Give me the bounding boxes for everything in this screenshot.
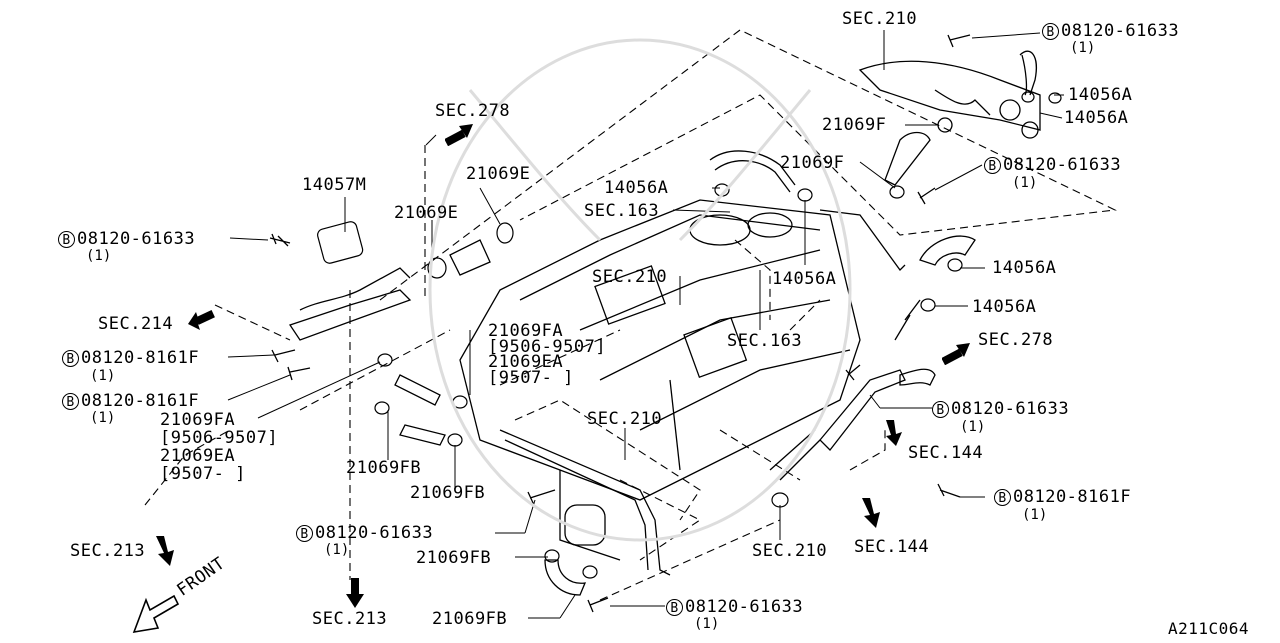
sec213-left-label: SEC.213 bbox=[70, 541, 146, 561]
sec210-bottom-label: SEC.210 bbox=[587, 409, 663, 429]
bolt-right3-qty: (1) bbox=[1022, 507, 1048, 523]
arrow-sec278-top bbox=[445, 124, 473, 146]
part-14056a-r1: 14056A bbox=[1068, 85, 1133, 105]
front-arrow-icon bbox=[132, 594, 180, 634]
bolt-symbol-icon: B bbox=[984, 156, 1001, 174]
intake-assembly bbox=[858, 50, 1041, 139]
bolt-symbol-icon: B bbox=[666, 598, 683, 616]
range-9506-center: [9506-9507] bbox=[488, 337, 607, 357]
bolt-top-qty: (1) bbox=[1070, 40, 1096, 56]
bolt-symbol-icon: B bbox=[994, 488, 1011, 506]
arrow-sec213-left bbox=[156, 536, 174, 566]
range-9507-left: [9507- ] bbox=[160, 464, 246, 484]
bolt-bottom2-qty: (1) bbox=[694, 616, 720, 632]
part-21069ea-center: 21069EA bbox=[488, 352, 564, 372]
arrow-sec144-2 bbox=[862, 498, 880, 528]
watermark bbox=[428, 38, 852, 542]
sec210-center-label: SEC.210 bbox=[592, 267, 668, 287]
part-21069f-2: 21069F bbox=[780, 153, 845, 173]
bolt-right2-qty: (1) bbox=[960, 419, 986, 435]
sec210-lower-label: SEC.210 bbox=[752, 541, 828, 561]
sec144-label-2: SEC.144 bbox=[854, 537, 930, 557]
part-21069fb-1: 21069FB bbox=[346, 458, 422, 478]
sec210-top-label: SEC.210 bbox=[842, 9, 918, 29]
bolt-right1-qty: (1) bbox=[1012, 175, 1038, 191]
bolts bbox=[269, 34, 971, 613]
bolt-symbol-icon: B bbox=[932, 400, 949, 418]
part-21069fa-left: 21069FA bbox=[160, 410, 236, 430]
bolt-left3-qty: (1) bbox=[90, 410, 116, 426]
range-9506-left: [9506-9507] bbox=[160, 428, 279, 448]
part-21069fb-4: 21069FB bbox=[432, 609, 508, 629]
part-14056a-right2: 14056A bbox=[992, 258, 1057, 278]
bolt-left2-qty: (1) bbox=[90, 368, 116, 384]
part-14057m: 14057M bbox=[302, 175, 367, 195]
sec278-top-label: SEC.278 bbox=[435, 101, 511, 121]
part-21069f-1: 21069F bbox=[822, 115, 887, 135]
bolt-symbol-icon: B bbox=[1042, 22, 1059, 40]
arrow-sec214 bbox=[188, 309, 215, 330]
part-14056a-mid: 14056A bbox=[604, 178, 669, 198]
diagram-code: A211C064 bbox=[1168, 619, 1250, 638]
part-21069e-2: 21069E bbox=[394, 203, 459, 223]
bolt-symbol-icon: B bbox=[62, 392, 79, 410]
sec214-label: SEC.214 bbox=[98, 314, 174, 334]
part-21069fb-2: 21069FB bbox=[410, 483, 486, 503]
arrow-sec213-bottom bbox=[346, 578, 364, 608]
arrow-sec278-right bbox=[942, 343, 970, 365]
part-21069fa-center: 21069FA bbox=[488, 321, 564, 341]
part-21069fb-3: 21069FB bbox=[416, 548, 492, 568]
sec163-center-label: SEC.163 bbox=[727, 331, 803, 351]
bolt-symbol-icon: B bbox=[62, 349, 79, 367]
hoses bbox=[394, 131, 976, 596]
clamps bbox=[317, 91, 1062, 579]
part-14056a-center: 14056A bbox=[772, 269, 837, 289]
sec278-right-label: SEC.278 bbox=[978, 330, 1054, 350]
part-14056a-right3: 14056A bbox=[972, 297, 1037, 317]
phantom-outline bbox=[144, 29, 1117, 601]
arrow-sec144-1 bbox=[886, 420, 902, 446]
part-21069ea-left: 21069EA bbox=[160, 446, 236, 466]
sec213-bottom-label: SEC.213 bbox=[312, 609, 388, 629]
bolt-left1-qty: (1) bbox=[86, 248, 112, 264]
sec163-top-label: SEC.163 bbox=[584, 201, 660, 221]
range-9507-center: [9507- ] bbox=[488, 368, 574, 388]
part-14056a-r2: 14056A bbox=[1064, 108, 1129, 128]
bolt-symbol-icon: B bbox=[296, 524, 313, 542]
bolt-symbol-icon: B bbox=[58, 230, 75, 248]
part-21069e-1: 21069E bbox=[466, 164, 531, 184]
engine-block bbox=[459, 199, 861, 561]
sec144-label-1: SEC.144 bbox=[908, 443, 984, 463]
bolt-bottom1-qty: (1) bbox=[324, 542, 350, 558]
